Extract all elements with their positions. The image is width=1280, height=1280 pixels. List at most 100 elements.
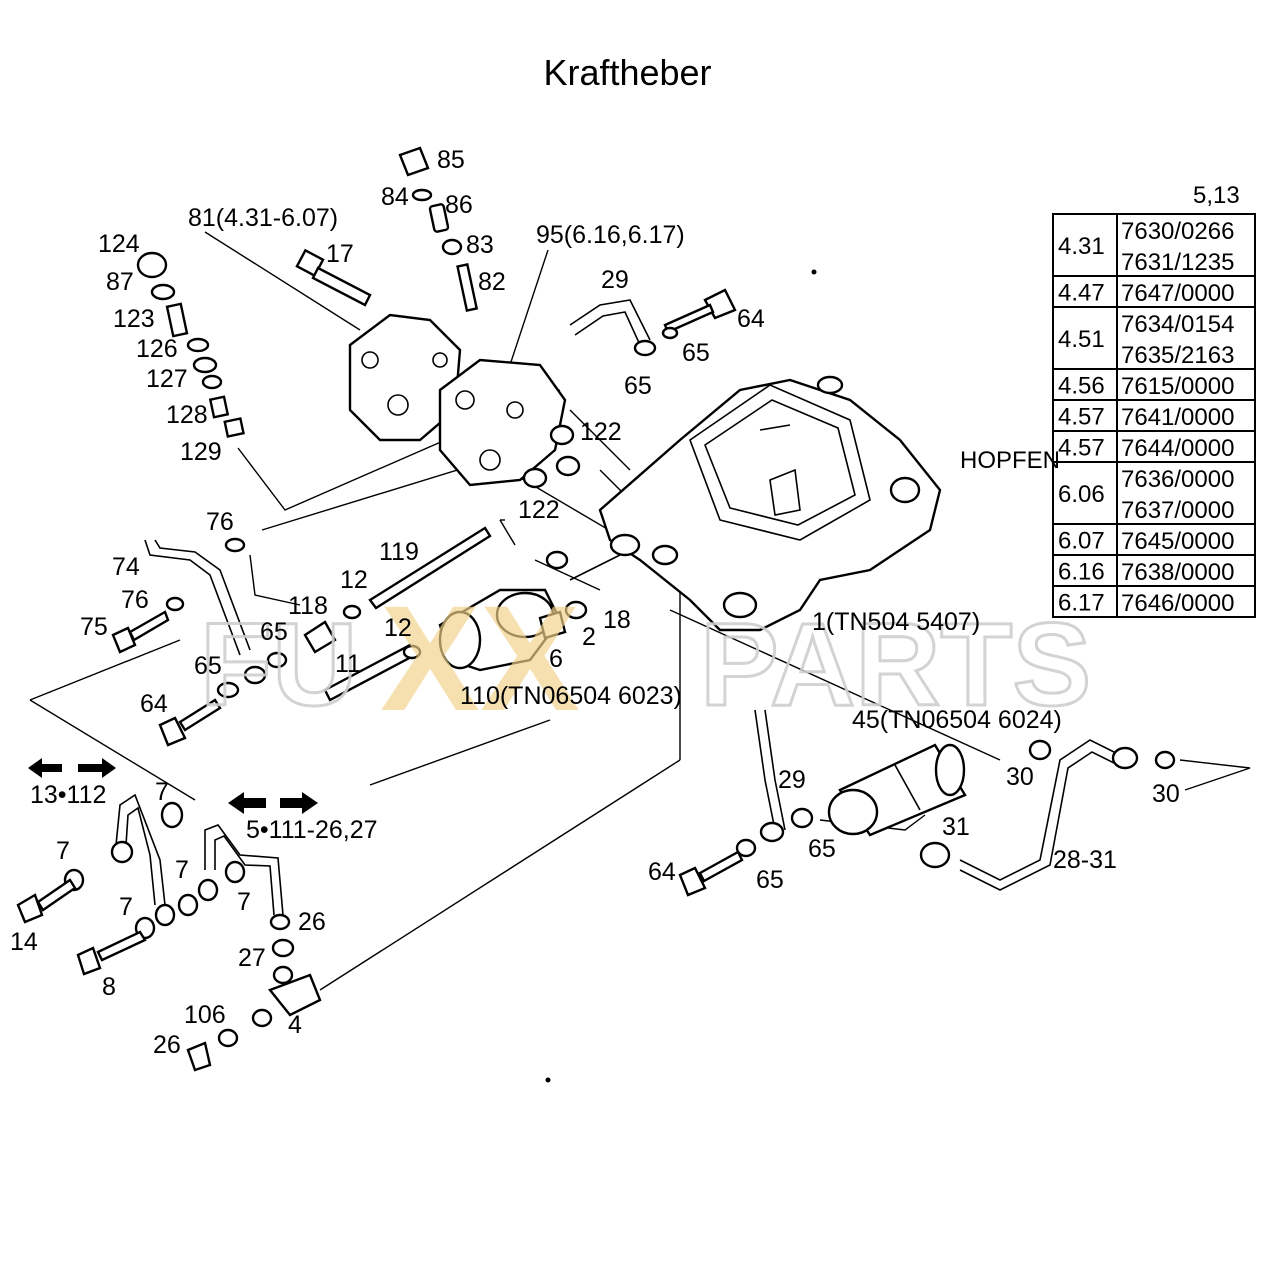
- callout-65-top-left: 65: [624, 372, 652, 400]
- table-row-key: 4.57: [1058, 404, 1105, 431]
- callout-106: 106: [184, 1001, 226, 1029]
- table-row-key: 4.31: [1058, 233, 1105, 260]
- callout-31: 31: [942, 813, 970, 841]
- callout-82: 82: [478, 268, 506, 296]
- table-row-value: 7635/2163: [1121, 342, 1234, 369]
- callout-65-mid-right: 65: [260, 618, 288, 646]
- table-row-value: 7645/0000: [1121, 528, 1234, 555]
- table-side-label: HOPFEN: [960, 447, 1060, 474]
- table-row-value: 7644/0000: [1121, 435, 1234, 462]
- callout-18: 18: [603, 606, 631, 634]
- table-row-key: 6.07: [1058, 528, 1105, 555]
- callout-122-lower: 122: [518, 496, 560, 524]
- callout-11: 11: [335, 650, 361, 678]
- table-row-value: 7637/0000: [1121, 497, 1234, 524]
- callout-76-upper: 76: [206, 508, 234, 536]
- valve-block-95: [438, 358, 567, 487]
- page-title: Kraftheber: [543, 52, 712, 93]
- leader-lines: [29, 231, 1251, 991]
- cylinder-110: [438, 550, 621, 672]
- callout-127: 127: [146, 365, 188, 393]
- table-row-value: 7641/0000: [1121, 404, 1234, 431]
- pipe-29-bottom: [678, 709, 814, 897]
- table-row-key: 6.06: [1058, 481, 1105, 508]
- table-row-value: 7638/0000: [1121, 559, 1234, 586]
- table-row-value: 7647/0000: [1121, 280, 1234, 307]
- callout-2: 2: [582, 623, 596, 651]
- callout-65-bottom-left: 65: [756, 866, 784, 894]
- watermark-middle: XX: [380, 574, 580, 742]
- callout-64-top: 64: [737, 305, 765, 333]
- callout-75: 75: [80, 613, 108, 641]
- callout-26-lower: 26: [153, 1031, 181, 1059]
- callout-95: 95(6.16,6.17): [536, 221, 685, 249]
- table-row-value: 7631/1235: [1121, 249, 1234, 276]
- lift-housing: [598, 375, 942, 632]
- table-row-key: 4.47: [1058, 280, 1105, 307]
- callout-65-mid-left: 65: [194, 652, 222, 680]
- watermark: FU XX PARTS: [199, 574, 1093, 742]
- bolt-17: [295, 248, 372, 307]
- callout-5-111: 5•111-26,27: [246, 816, 378, 844]
- valve-stack-85-82: [398, 146, 479, 312]
- pipe-28-31: [919, 739, 1176, 891]
- callout-27: 27: [238, 944, 266, 972]
- callout-81: 81(4.31-6.07): [188, 204, 338, 232]
- callout-86: 86: [445, 191, 473, 219]
- callout-74: 74: [112, 553, 140, 581]
- table-row-key: 4.57: [1058, 435, 1105, 462]
- callout-labels: 85 84 86 81(4.31-6.07) 17 83 82 95(6.16,…: [10, 146, 1180, 1059]
- callout-17: 17: [326, 240, 354, 268]
- table-row-key: 4.51: [1058, 326, 1105, 353]
- callout-76-lower: 76: [121, 586, 149, 614]
- callout-7-c: 7: [175, 856, 189, 884]
- callout-12-lower: 12: [384, 614, 412, 642]
- lower-left-pipes: [16, 793, 322, 1072]
- callout-6: 6: [549, 645, 563, 673]
- callout-12-upper: 12: [340, 566, 368, 594]
- callout-7-d: 7: [119, 893, 133, 921]
- callout-1: 1(TN504 5407): [812, 608, 980, 636]
- callout-65-top-right: 65: [682, 339, 710, 367]
- table-row-value: 7615/0000: [1121, 373, 1234, 400]
- table-row-key: 6.16: [1058, 559, 1105, 586]
- callout-124: 124: [98, 230, 140, 258]
- direction-arrows-left-group: [28, 758, 116, 778]
- callout-65-bottom-right: 65: [808, 835, 836, 863]
- callout-87: 87: [106, 268, 134, 296]
- callout-7-b: 7: [56, 837, 70, 865]
- table-row-value: 7634/0154: [1121, 311, 1234, 338]
- callout-30-right: 30: [1152, 780, 1180, 808]
- callout-13-112: 13•112: [30, 781, 106, 809]
- pipe-29-top: [569, 288, 737, 357]
- callout-84: 84: [381, 183, 409, 211]
- callout-14: 14: [10, 928, 38, 956]
- callout-7-a: 7: [155, 778, 169, 806]
- table-row: [1052, 585, 1256, 618]
- callout-119: 119: [379, 538, 419, 566]
- table-row-value: 7646/0000: [1121, 590, 1234, 617]
- pipe-74: [111, 537, 251, 656]
- callout-45: 45(TN06504 6024): [852, 706, 1062, 734]
- callout-126: 126: [136, 335, 178, 363]
- table-row-key: 6.17: [1058, 590, 1105, 617]
- callout-122-upper: 122: [580, 418, 622, 446]
- callout-129: 129: [180, 438, 222, 466]
- callout-128: 128: [166, 401, 208, 429]
- callout-28-31: 28-31: [1053, 846, 1117, 874]
- table-row-value: 7636/0000: [1121, 466, 1234, 493]
- callout-110: 110(TN06504 6023): [460, 682, 682, 710]
- callout-118: 118: [288, 592, 328, 620]
- table-header: 5,13: [1193, 182, 1240, 209]
- callout-8: 8: [102, 973, 116, 1001]
- callout-64-mid: 64: [140, 690, 168, 718]
- callout-85: 85: [437, 146, 465, 174]
- rods-119-118-11: [158, 526, 492, 747]
- callout-4: 4: [288, 1011, 302, 1039]
- callout-83: 83: [466, 231, 494, 259]
- callout-7-e: 7: [237, 888, 251, 916]
- direction-arrows-right-group: [228, 792, 318, 814]
- left-stack-124-129: [136, 251, 245, 438]
